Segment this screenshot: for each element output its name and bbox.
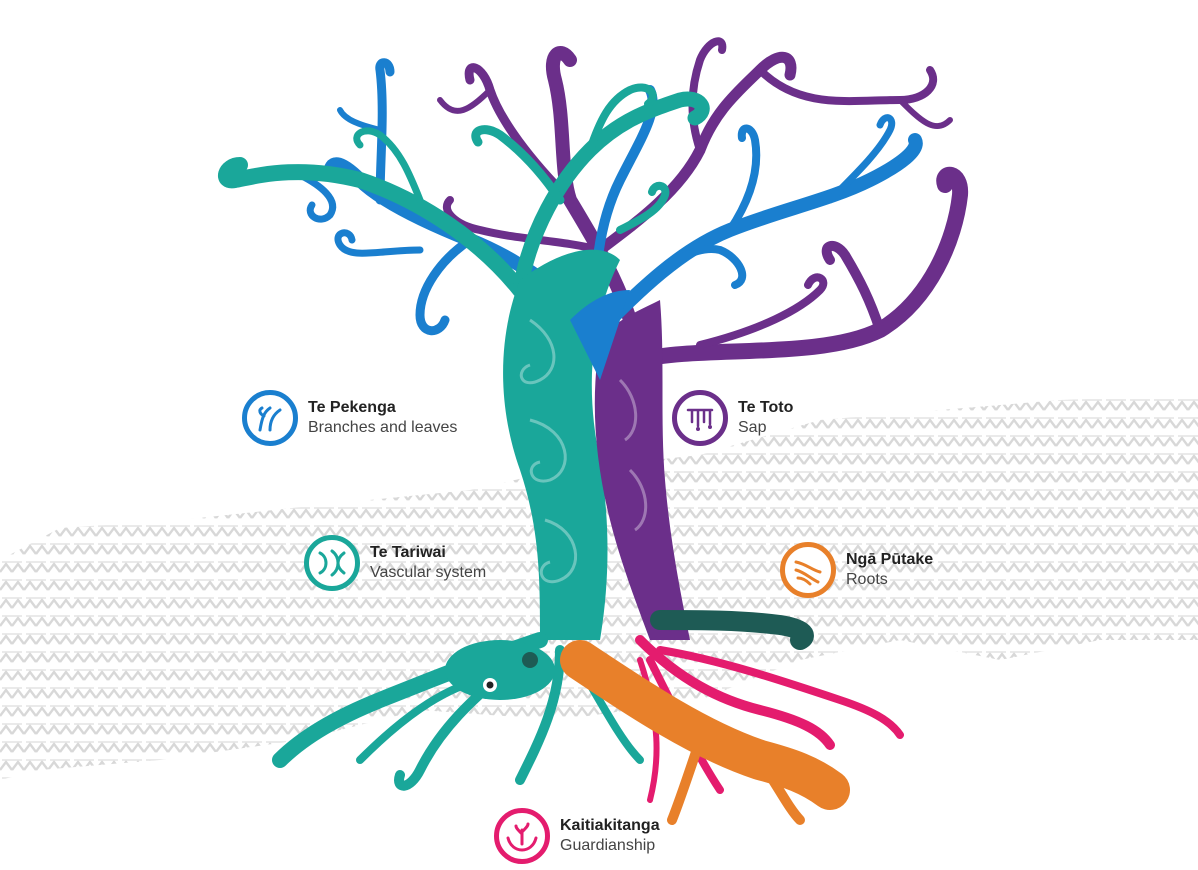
guardian-hands-icon (494, 808, 550, 864)
legend-putake: Ngā Pūtake Roots (780, 542, 933, 598)
teal-branches (226, 88, 702, 290)
legend-kaitiakitanga-subtitle: Guardianship (560, 836, 660, 856)
legend-tariwai: Te Tariwai Vascular system (304, 535, 486, 591)
legend-toto-subtitle: Sap (738, 418, 793, 438)
legend-pekenga-title: Te Pekenga (308, 398, 457, 418)
legend-pekenga: Te Pekenga Branches and leaves (242, 390, 457, 446)
legend-tariwai-subtitle: Vascular system (370, 563, 486, 583)
sap-icon (672, 390, 728, 446)
legend-pekenga-subtitle: Branches and leaves (308, 418, 457, 438)
legend-toto-title: Te Toto (738, 398, 793, 418)
roots-icon (780, 542, 836, 598)
legend-putake-subtitle: Roots (846, 570, 933, 590)
legend-putake-title: Ngā Pūtake (846, 550, 933, 570)
legend-kaitiakitanga: Kaitiakitanga Guardianship (494, 808, 660, 864)
legend-tariwai-title: Te Tariwai (370, 543, 486, 563)
branches-leaves-icon (242, 390, 298, 446)
vascular-icon (304, 535, 360, 591)
legend-kaitiakitanga-title: Kaitiakitanga (560, 816, 660, 836)
legend-toto: Te Toto Sap (672, 390, 793, 446)
guardian-face (445, 640, 555, 700)
